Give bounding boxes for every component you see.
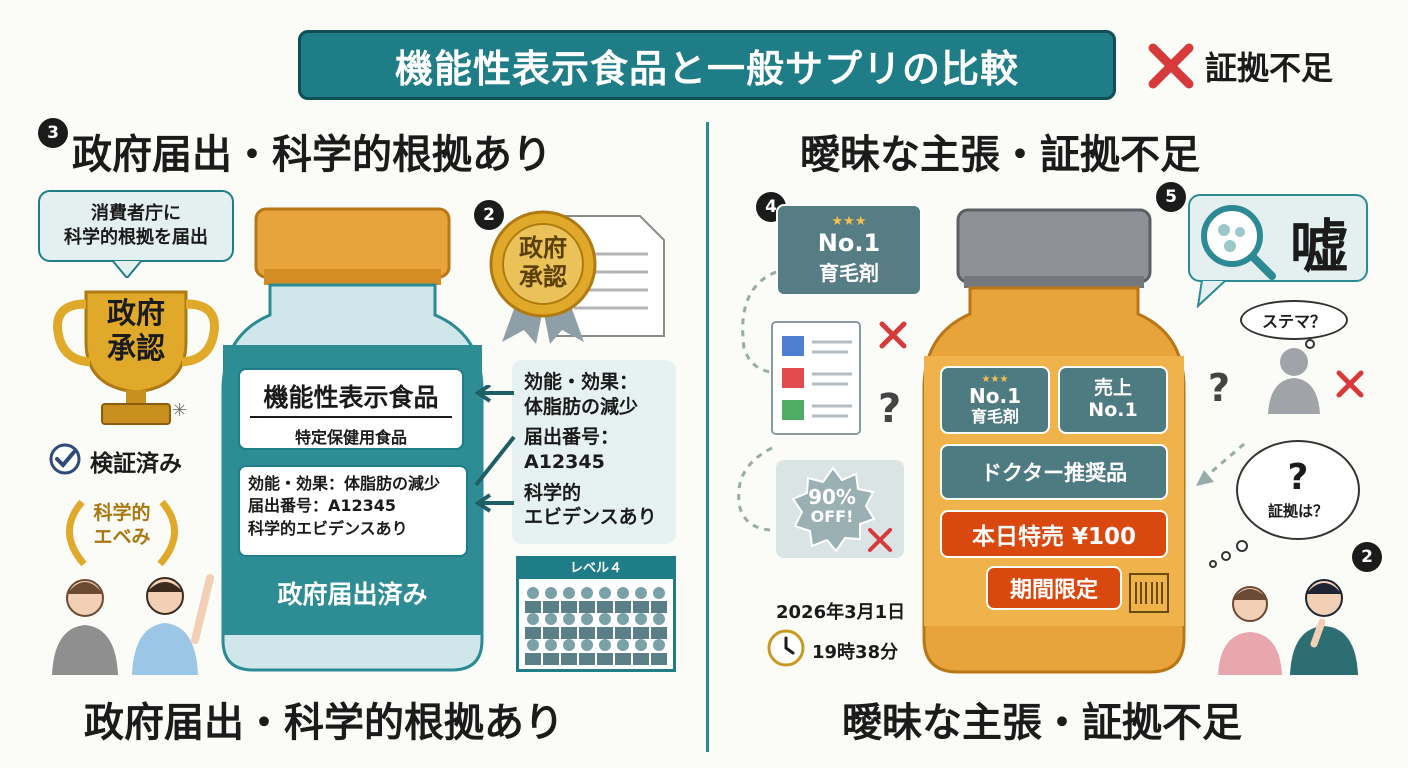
cross-icon-ad	[879, 321, 907, 349]
info-evidence-1: 科学的	[524, 481, 582, 504]
wreath-line-2: エベみ	[93, 525, 151, 548]
bottle-band: 政府届出済み	[277, 580, 428, 609]
limited-time-label: 期間限定	[986, 566, 1122, 610]
bottle-no1-b-sub: No.1	[1088, 399, 1138, 421]
info-number-label: 届出番号：	[524, 426, 620, 449]
pointer-arrows	[474, 385, 516, 513]
star-icons-bottle: ★★★	[981, 373, 1009, 385]
checkmark-icon	[49, 443, 81, 475]
bubble-line-2: 科学的根拠を届出	[64, 227, 208, 248]
bottle-details-card: 効能・効果：体脂肪の減少 届出番号：A12345 科学的エビデンスあり	[238, 465, 468, 557]
sparkle-icon: ✳	[172, 400, 188, 421]
people-illustration-left	[52, 574, 214, 675]
wreath-line-1: 科学的	[93, 502, 151, 524]
bubble-line-1: 消費者庁に	[91, 202, 181, 224]
dashed-flow-arrows	[737, 270, 777, 532]
bottle-no1-b-tag: 売上 No.1	[1058, 366, 1168, 434]
sale-text: 90% OFF!	[792, 486, 872, 526]
step-badge-2-right: 2	[1352, 542, 1382, 572]
consumer-agency-bubble: 消費者庁に 科学的根拠を届出	[38, 190, 234, 262]
bottle-no1-a-sub: 育毛剤	[970, 407, 1019, 427]
info-effect-label: 効能・効果：	[524, 371, 639, 393]
people-illustration-right	[1218, 579, 1358, 675]
trophy-icon	[53, 290, 219, 425]
ad-document-icon	[771, 321, 861, 435]
question-mark-icon-bubble: ?	[1287, 456, 1309, 498]
date-label: 2026年3月1日	[776, 602, 906, 623]
star-icons: ★★★	[831, 214, 867, 229]
wreath-text: 科学的 エベみ	[78, 502, 166, 550]
page-title-banner: 機能性表示食品と一般サプリの比較	[298, 30, 1116, 100]
left-footer: 政府届出・科学的根拠あり	[84, 700, 564, 746]
cross-icon	[1148, 43, 1194, 89]
evidence-thought-bubble: ? 証拠は？	[1236, 440, 1360, 540]
info-evidence-2: エビデンスあり	[524, 506, 657, 529]
step-badge-3: 3	[38, 118, 68, 148]
dashed-arrow-right	[1196, 442, 1245, 486]
gold-medal-icon	[489, 210, 597, 344]
stema-text: ステマ？	[1261, 312, 1326, 331]
sale-off: OFF!	[810, 507, 854, 526]
left-heading: 政府届出・科学的根拠あり	[72, 132, 552, 178]
photo-title: レベル４	[519, 559, 673, 579]
bottle-detail-3: 科学的エビデンスあり	[248, 518, 408, 538]
trophy-line-1: 政府	[106, 296, 165, 330]
right-heading: 曖昧な主張・証拠不足	[800, 132, 1200, 178]
sale-percent: 90%	[808, 485, 856, 509]
trophy-line-2: 承認	[106, 330, 165, 365]
bottle-detail-1: 効能・効果：体脂肪の減少	[248, 474, 441, 493]
bottle-title: 機能性表示食品	[250, 378, 452, 418]
bottle-no1-a: No.1	[969, 384, 1021, 409]
right-footer: 曖昧な主張・証拠不足	[842, 700, 1242, 746]
bottle-no1-a-tag: ★★★ No.1 育毛剤	[940, 366, 1050, 434]
barcode-icon	[1129, 573, 1169, 613]
laurel-wreath-icon	[66, 499, 178, 567]
medal-line-1: 政府	[519, 234, 567, 262]
time-label: 19時38分	[812, 642, 899, 663]
trophy-text: 政府 承認	[90, 296, 182, 366]
magnifier-icon	[1201, 205, 1276, 280]
ad-product: 育毛剤	[819, 261, 879, 285]
lie-text: 嘘	[1290, 213, 1349, 281]
anonymous-person-icon	[1268, 339, 1320, 414]
stema-thought-bubble: ステマ？	[1240, 300, 1348, 340]
doctor-recommended-tag: ドクター推奨品	[940, 444, 1168, 500]
info-effect-value: 体脂肪の減少	[524, 395, 639, 418]
info-panel: 効能・効果： 体脂肪の減少 届出番号： A12345 科学的 エビデンスあり	[512, 360, 676, 544]
center-divider	[706, 122, 709, 752]
question-mark-icon-left: ?	[878, 386, 902, 432]
clock-icon	[767, 629, 805, 667]
info-number-value: A12345	[524, 451, 605, 474]
no1-ad-tag: ★★★ No.1 育毛剤	[776, 204, 922, 296]
cross-icon-stema	[1336, 370, 1364, 398]
cross-icon-sale	[868, 528, 892, 552]
price-label: 本日特売 ¥100	[940, 510, 1168, 558]
ad-no1: No.1	[817, 229, 881, 257]
medal-line-2: 承認	[519, 262, 567, 291]
question-mark-icon-right: ?	[1208, 366, 1231, 410]
page-title: 機能性表示食品と一般サプリの比較	[394, 46, 1019, 91]
legend-label: 証拠不足	[1205, 49, 1334, 87]
bottle-detail-2: 届出番号：A12345	[248, 496, 397, 516]
bottle-label-card: 機能性表示食品 特定保健用食品	[238, 368, 464, 450]
sale-starburst-icon	[791, 466, 876, 552]
bubble-tail	[112, 260, 142, 278]
bottle-no1-b: 売上	[1093, 377, 1132, 400]
legend: 証拠不足	[1145, 38, 1333, 94]
thought-dots	[1209, 540, 1248, 568]
step-badge-5: 5	[1156, 182, 1186, 212]
medal-text: 政府 承認	[507, 234, 579, 292]
step-badge-2-left: 2	[474, 200, 504, 230]
verified-label: 検証済み	[90, 451, 182, 477]
crowd-icon	[525, 587, 667, 665]
bottle-subtitle: 特定保健用食品	[294, 428, 407, 447]
lie-bubble-tail	[1196, 280, 1228, 308]
level-photo: レベル４	[516, 556, 676, 672]
evidence-question: 証拠は？	[1267, 501, 1328, 520]
